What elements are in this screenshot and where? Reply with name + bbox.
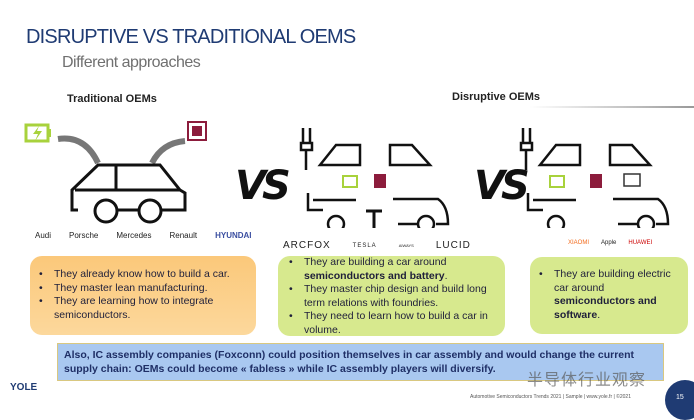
page-title: DISRUPTIVE VS TRADITIONAL OEMS <box>26 26 356 48</box>
brand-logo: ARCFOX <box>283 240 331 251</box>
page-number: 15 <box>665 380 694 420</box>
divider <box>530 106 694 108</box>
brand-logo: Renault <box>169 231 198 240</box>
chip-icon <box>187 121 207 141</box>
chip-icon <box>374 174 386 188</box>
plug-icon <box>519 128 534 170</box>
watermark: 半导体行业观察 <box>527 372 647 389</box>
battery-icon <box>24 123 51 143</box>
battery-icon <box>549 175 565 188</box>
brand-logo: XIAOMI <box>568 240 590 246</box>
bullet: They master chip design and build long t… <box>284 283 497 310</box>
vs-label: VS <box>474 163 530 209</box>
disruptive-car-parts-1 <box>299 128 450 228</box>
bullet: They are building a car around semicondu… <box>284 256 497 283</box>
disruptive-car-parts-2 <box>519 128 670 228</box>
traditional-info-box: They already know how to build a car. Th… <box>30 256 256 335</box>
brand-logo: Apple <box>601 240 617 246</box>
software-icon <box>623 173 641 187</box>
traditional-heading: Traditional OEMs <box>67 93 157 105</box>
footer-text: Automotive Semiconductors Trends 2021 | … <box>470 394 631 400</box>
disruptive-brand-logos-2: XIAOMI Apple HUAWEI <box>568 240 652 246</box>
brand-logo: Mercedes <box>116 231 152 240</box>
bullet: They need to learn how to build a car in… <box>284 310 497 337</box>
plug-icon <box>299 128 314 170</box>
traditional-car-illustration <box>24 121 207 224</box>
brand-logo: AIWAYS <box>398 243 414 248</box>
tesla-logo-icon <box>366 209 382 228</box>
disruptive-info-box-1: They are building a car around semicondu… <box>278 256 505 336</box>
brand-logo: Porsche <box>69 231 99 240</box>
battery-icon <box>342 175 358 188</box>
bullet: They already know how to build a car. <box>34 268 248 282</box>
bullet: They are building electric car around se… <box>534 268 678 322</box>
bullet: They master lean manufacturing. <box>34 282 248 296</box>
brand-logo: LUCID <box>435 240 471 251</box>
brand-logo: HYUNDAI <box>215 231 252 240</box>
car-icon <box>70 163 187 224</box>
disruptive-brand-logos-1: ARCFOX TESLA AIWAYS LUCID <box>283 240 471 251</box>
brand-logo: HUAWEI <box>628 240 653 246</box>
page-subtitle: Different approaches <box>62 54 201 71</box>
brand-logo: TESLA <box>352 242 377 249</box>
brand-logo: Audi <box>35 231 52 240</box>
arrow-icon <box>149 138 186 165</box>
arrow-icon <box>57 135 101 165</box>
disruptive-info-box-2: They are building electric car around se… <box>530 257 688 334</box>
bullet: They are learning how to integrate semic… <box>34 295 248 322</box>
vs-label: VS <box>235 163 291 209</box>
yole-logo: YOLE <box>10 382 38 393</box>
banner-note: Also, IC assembly companies (Foxconn) co… <box>57 343 664 381</box>
chip-icon <box>590 174 602 188</box>
traditional-brand-logos: Audi Porsche Mercedes Renault HYUNDAI <box>35 231 252 240</box>
disruptive-heading: Disruptive OEMs <box>452 91 541 103</box>
